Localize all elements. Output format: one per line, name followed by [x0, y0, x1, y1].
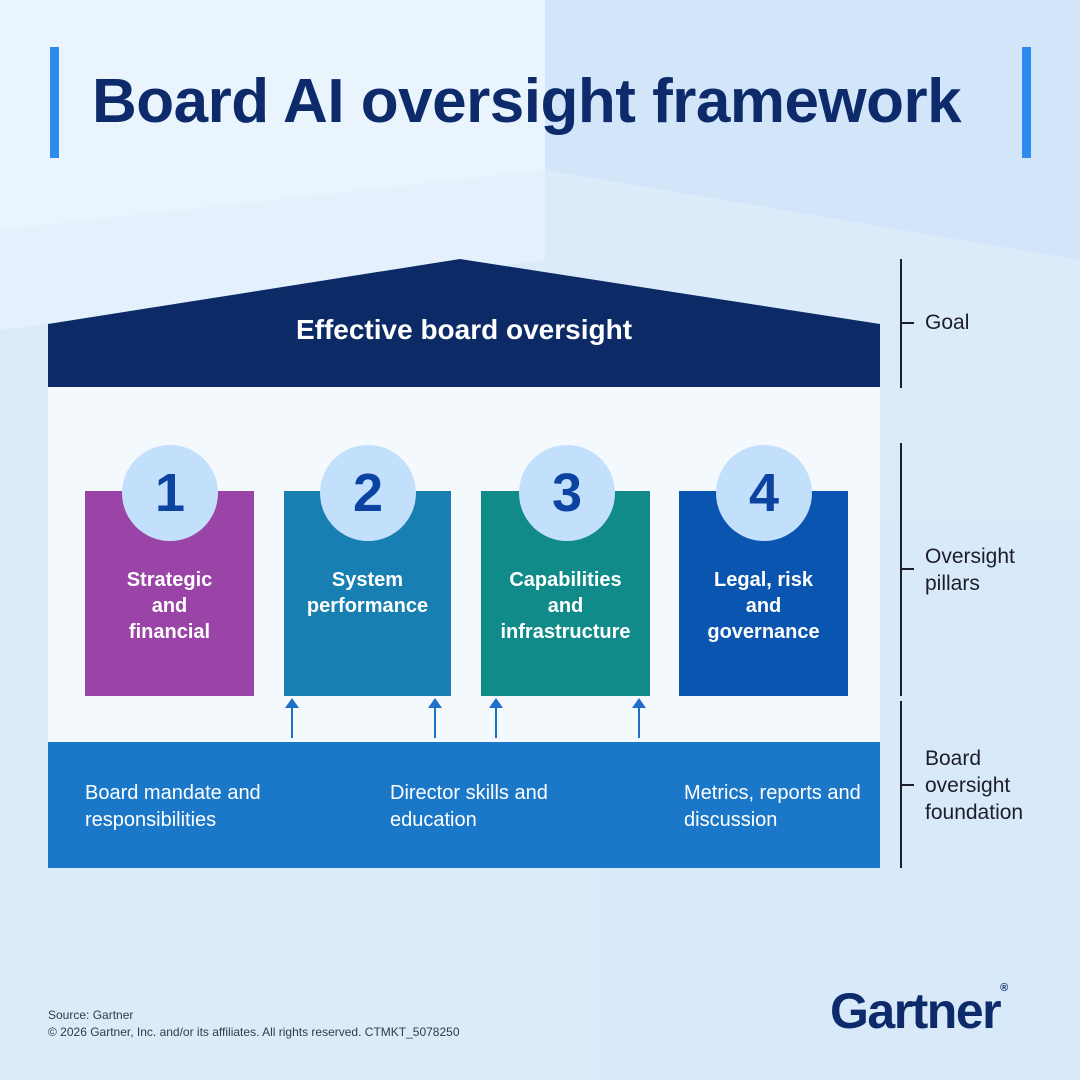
foundation	[48, 742, 880, 868]
pillar-label: Strategic and financial	[126, 569, 213, 643]
pillar-label: System performance	[306, 569, 429, 617]
foundation-item-mandate: Board mandate and responsibilities	[85, 782, 261, 831]
pillar-number-3: 3	[519, 445, 615, 541]
pillar-number-2: 2	[320, 445, 416, 541]
foundation-item-skills: Director skills and education	[390, 782, 548, 831]
pillar-system-performance: System performance	[284, 491, 451, 696]
roof	[48, 259, 880, 388]
title-accent-right	[1022, 47, 1031, 158]
title-accent-left	[50, 47, 59, 158]
up-arrow-icon	[428, 698, 442, 738]
page-title: Board AI oversight framework	[92, 67, 962, 136]
pillar-label: Capabilities and infrastructure	[500, 569, 631, 643]
up-arrow-icon	[489, 698, 503, 738]
source-text: Source: Gartner	[48, 1008, 134, 1022]
foundation-bracket-tick	[900, 784, 914, 786]
goal-bracket-tick	[900, 322, 914, 324]
foundation-item-metrics: Metrics, reports and discussion	[684, 782, 861, 831]
pillar-label: Legal, risk and governance	[707, 569, 820, 643]
gartner-logo: Gartner®	[830, 982, 1008, 1040]
pillar-number-4: 4	[716, 445, 812, 541]
source-note: Source: Gartner © 2026 Gartner, Inc. and…	[48, 1007, 460, 1041]
pillar-number-1: 1	[122, 445, 218, 541]
side-label-goal: Goal	[925, 311, 970, 334]
side-label-pillars: Oversight pillars	[925, 545, 1015, 595]
copyright-text: © 2026 Gartner, Inc. and/or its affiliat…	[48, 1025, 460, 1039]
logo-registered-mark: ®	[1000, 982, 1009, 994]
up-arrow-icon	[632, 698, 646, 738]
side-label-foundation: Board oversight foundation	[925, 747, 1024, 824]
pillars-bracket-tick	[900, 568, 914, 570]
up-arrow-icon	[285, 698, 299, 738]
goal-label: Effective board oversight	[295, 314, 633, 345]
logo-text: Gartner	[830, 983, 1002, 1039]
